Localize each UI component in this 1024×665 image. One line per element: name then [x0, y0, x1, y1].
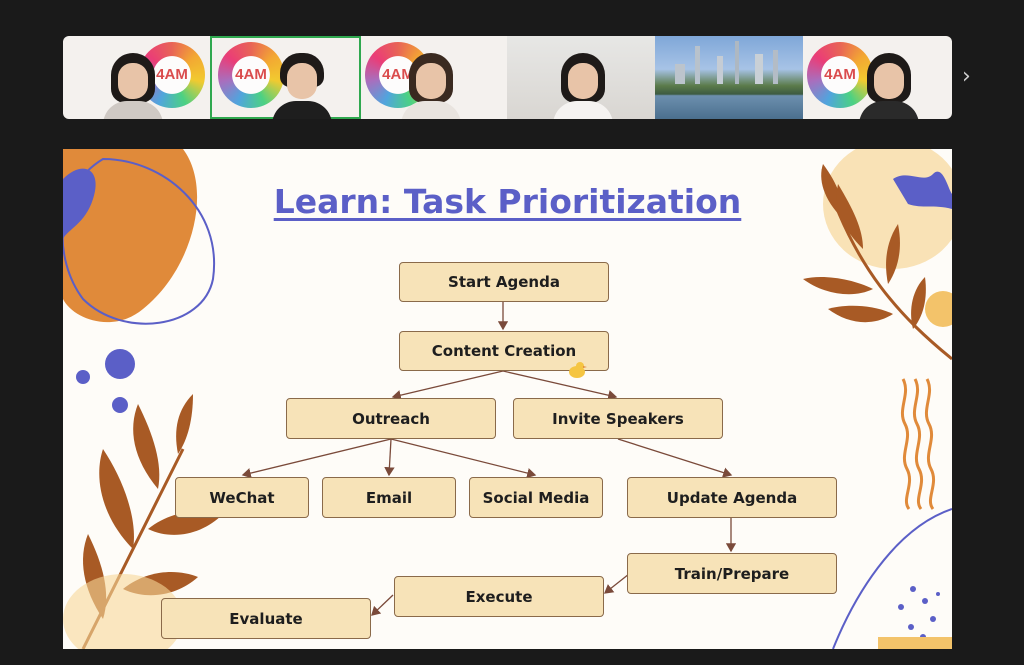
- flow-node-content-creation: Content Creation: [399, 331, 609, 371]
- flow-node-execute: Execute: [394, 576, 604, 617]
- participant-video: [272, 49, 332, 119]
- participant-tile[interactable]: 4AM: [361, 36, 507, 119]
- chevron-right-icon[interactable]: ›: [962, 64, 971, 89]
- youth-4am-logo: 4AM: [218, 42, 284, 108]
- purple-stroke-decoration: [893, 171, 952, 209]
- flow-node-update-agenda: Update Agenda: [627, 477, 837, 518]
- flow-node-train-prepare: Train/Prepare: [627, 553, 837, 594]
- participant-tile[interactable]: [507, 36, 655, 119]
- participant-tile-active-speaker[interactable]: 4AM: [210, 36, 361, 119]
- participant-tile[interactable]: 4AM: [63, 36, 210, 119]
- purple-dot-decoration: [112, 397, 128, 413]
- flow-node-wechat: WeChat: [175, 477, 309, 518]
- participant-video: [103, 49, 163, 119]
- purple-dot-decoration: [76, 370, 90, 384]
- slide-decorations: [63, 149, 952, 649]
- orange-wave-decoration: [900, 378, 936, 510]
- purple-ring-decoration: [63, 157, 216, 325]
- flowchart-arrows: [241, 302, 737, 616]
- flow-node-email: Email: [322, 477, 456, 518]
- participant-strip: 4AM 4AM 4AM 4AM: [63, 36, 952, 119]
- flow-node-social-media: Social Media: [469, 477, 603, 518]
- participant-video: [859, 49, 919, 119]
- duck-cursor-icon: [569, 362, 587, 378]
- purple-dot-decoration: [105, 349, 135, 379]
- shared-slide: Learn: Task Prioritization Start Agenda …: [63, 149, 952, 649]
- slide-title: Learn: Task Prioritization: [273, 182, 742, 221]
- orange-blob-decoration: [63, 149, 198, 323]
- purple-stroke-decoration: [63, 168, 96, 239]
- youth-4am-logo: 4AM: [807, 42, 873, 108]
- yellow-circle-decoration: [925, 291, 952, 327]
- leaf-branch-decoration: [803, 164, 952, 361]
- participant-video: [401, 49, 461, 119]
- purple-curve-decoration: [832, 508, 952, 649]
- flow-node-start-agenda: Start Agenda: [399, 262, 609, 302]
- city-skyline-image: [675, 41, 778, 84]
- flow-node-outreach: Outreach: [286, 398, 496, 439]
- cream-blob-decoration: [63, 574, 183, 649]
- participant-video: [553, 49, 613, 119]
- flow-node-invite-speakers: Invite Speakers: [513, 398, 723, 439]
- flow-node-evaluate: Evaluate: [161, 598, 371, 639]
- yellow-bar-decoration: [878, 637, 952, 649]
- leaf-branch-decoration: [81, 394, 223, 649]
- participant-tile-cityscape[interactable]: [655, 36, 803, 119]
- participant-tile[interactable]: 4AM: [803, 36, 952, 119]
